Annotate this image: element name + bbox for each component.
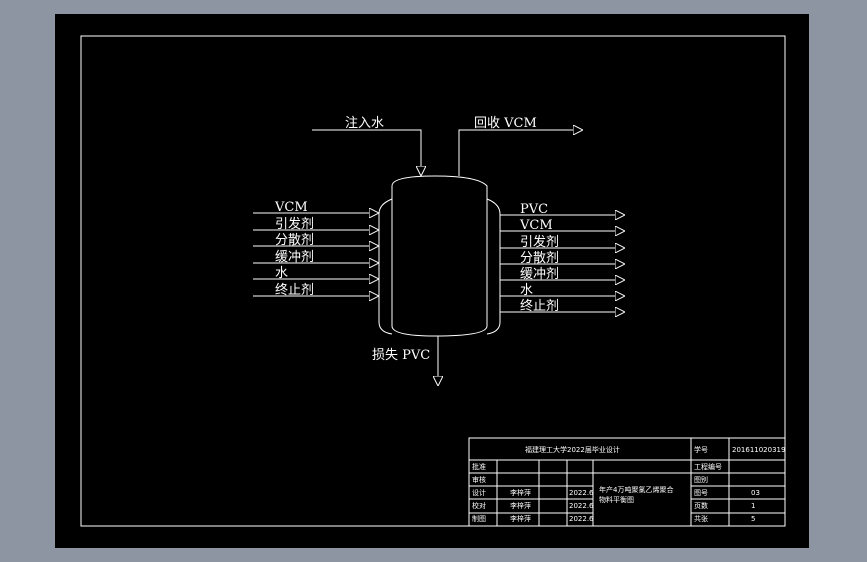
draft-date: 2022.6 [569,515,594,523]
output-label: 分散剂 [520,251,559,266]
input-label: 水 [275,266,288,281]
right-value: 1 [751,502,755,510]
reactor-vessel [391,175,488,337]
right-label: 页数 [694,501,708,510]
role-label: 校对 [472,501,486,510]
right-value: 5 [751,515,755,523]
output-streams: PVC VCM 引发剂 分散剂 缓冲剂 水 终止剂 [500,202,625,314]
output-label: PVC [520,202,548,217]
outlet-vcm-label: 回收 VCM [474,116,537,131]
right-label: 工程编号 [694,462,722,471]
drawing-title-line2: 物料平衡图 [599,495,634,504]
outlet-loss-pvc-label: 损失 PVC [372,348,430,363]
design-date: 2022.6 [569,489,594,497]
output-label: 引发剂 [520,234,559,250]
checker-name: 李梓萍 [510,501,531,510]
title-school: 福建理工大学2022届毕业设计 [525,445,620,454]
reactor-jacket-left [378,198,393,335]
input-label: 缓冲剂 [275,250,314,265]
output-label: 缓冲剂 [520,267,559,282]
role-label: 制图 [472,514,486,523]
drawing-title-line1: 年产4万吨聚氯乙烯聚合 [599,485,673,494]
drawing-sheet: 注入水 回收 VCM 损失 PVC VCM 引发剂 分散剂 缓冲剂 水 终止剂 … [55,14,809,548]
right-label: 共张 [694,514,708,523]
input-label: 分散剂 [275,233,314,248]
role-label: 批准 [472,462,486,471]
title-block [468,437,786,527]
role-label: 设计 [472,488,486,497]
right-label: 图别 [694,475,708,484]
output-label: 终止剂 [520,298,559,314]
inner-border [80,35,786,527]
reactor-jacket-right [486,198,501,335]
designer-name: 李梓萍 [510,488,531,497]
output-label: 水 [520,283,533,298]
title-value-sheet-no: 201611020319 [732,446,785,454]
outlet-vcm-line [458,130,583,176]
drafter-name: 李梓萍 [510,514,531,523]
flow-diagram: 注入水 回收 VCM 损失 PVC VCM 引发剂 分散剂 缓冲剂 水 终止剂 … [80,35,786,527]
inlet-water-label: 注入水 [345,116,384,131]
output-label: VCM [519,218,553,233]
input-label: 终止剂 [275,282,314,298]
title-label-sheet-no: 学号 [694,445,708,454]
inlet-water-line [312,129,421,176]
right-label: 图号 [694,489,708,497]
right-value: 03 [751,489,760,497]
input-label: VCM [274,200,308,215]
input-streams: VCM 引发剂 分散剂 缓冲剂 水 终止剂 [253,200,379,298]
role-label: 审核 [472,475,486,484]
check-date: 2022.6 [569,502,594,510]
input-label: 引发剂 [275,216,314,232]
